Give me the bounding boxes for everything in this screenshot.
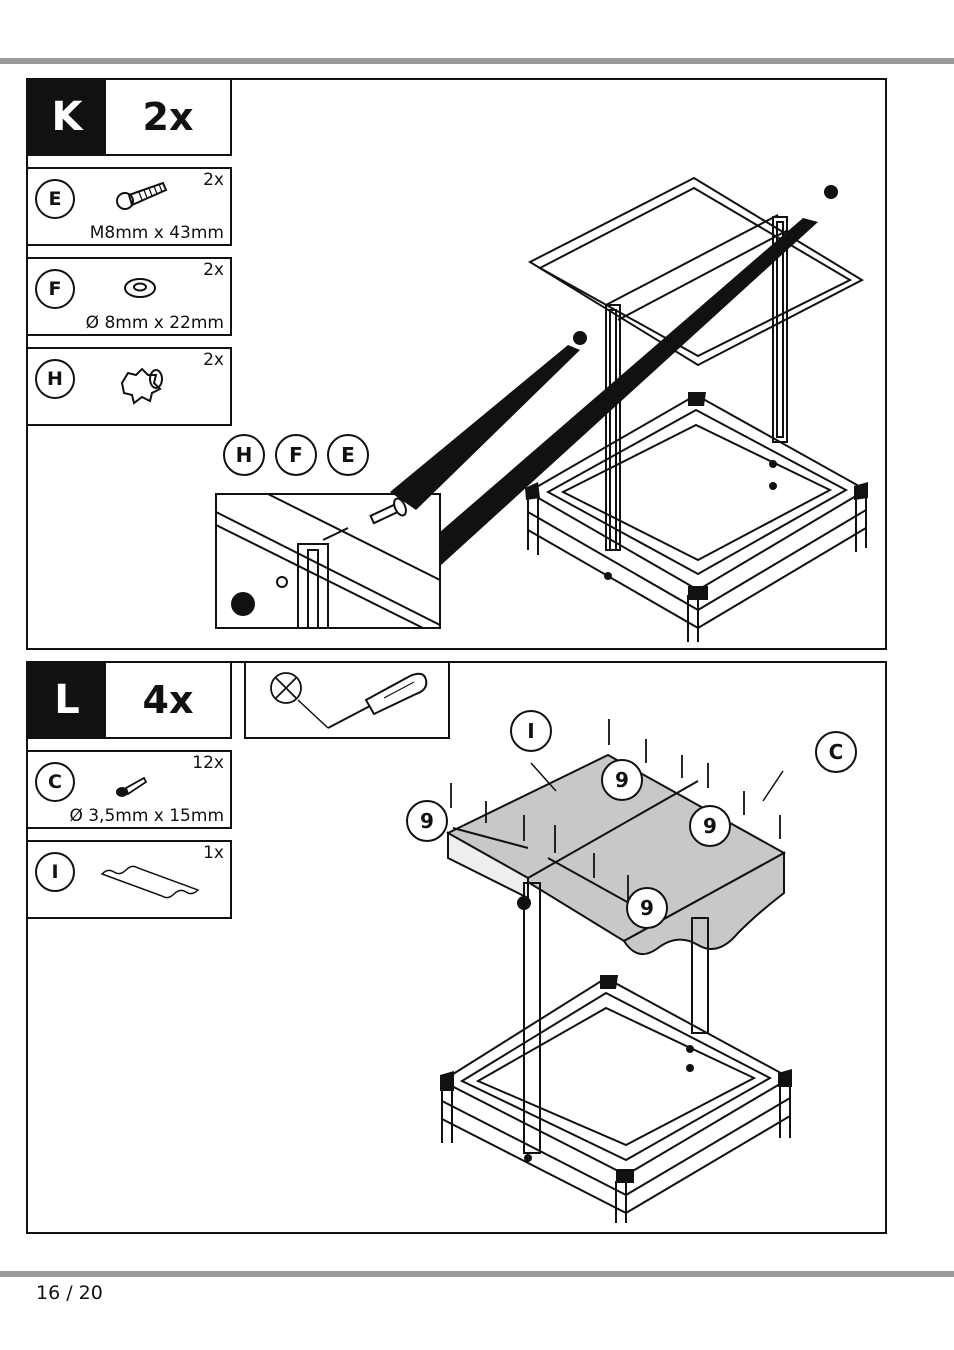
screwdriver-phillips-icon: [270, 672, 428, 729]
callout-screw-count: 9: [689, 805, 731, 847]
page-number: 16 / 20: [36, 1282, 103, 1304]
callout-fabric-i: I: [510, 710, 552, 752]
bottom-rule: [0, 1271, 954, 1277]
callout-h: H: [223, 434, 265, 476]
part-c-spec: Ø 3,5mm x 15mm: [69, 806, 224, 826]
part-f-label: F: [35, 269, 75, 309]
step-k-letter: K: [28, 80, 106, 154]
screw-icon: [116, 776, 148, 797]
callout-screw-count: 9: [626, 887, 668, 929]
part-i-qty: 1x: [203, 843, 224, 863]
part-e-label: E: [35, 179, 75, 219]
star-knob-icon: [120, 367, 163, 405]
part-c-card: C 12x Ø 3,5mm x 15mm: [26, 750, 232, 829]
part-i-card: I 1x: [26, 840, 232, 919]
part-f-card: F 2x Ø 8mm x 22mm: [26, 257, 232, 336]
part-e-spec: M8mm x 43mm: [89, 223, 224, 243]
part-f-qty: 2x: [203, 260, 224, 280]
bolt-icon: [116, 181, 168, 210]
canopy-fabric-icon: [100, 865, 200, 899]
step-l-count: 4x: [142, 678, 194, 722]
step-k-header: K 2x: [26, 78, 232, 156]
part-e-card: E 2x M8mm x 43mm: [26, 167, 232, 246]
part-h-qty: 2x: [203, 350, 224, 370]
step-l-header: L 4x: [26, 661, 232, 739]
part-c-label: C: [35, 762, 75, 802]
callout-f: F: [275, 434, 317, 476]
part-e-qty: 2x: [203, 170, 224, 190]
callout-e: E: [327, 434, 369, 476]
step-l-letter: L: [28, 663, 106, 737]
top-rule: [0, 58, 954, 64]
callout-screw-count: 9: [406, 800, 448, 842]
part-h-card: H 2x: [26, 347, 232, 426]
washer-icon: [124, 278, 156, 298]
step-l-illustration: [439, 719, 793, 1223]
callout-screw-count: 9: [601, 759, 643, 801]
part-f-spec: Ø 8mm x 22mm: [85, 313, 224, 333]
part-i-label: I: [35, 852, 75, 892]
tool-card: [244, 661, 450, 739]
step-l-panel: [26, 661, 887, 1234]
part-h-label: H: [35, 359, 75, 399]
step-k-panel: [26, 78, 887, 650]
callout-screw-c: C: [815, 731, 857, 773]
part-c-qty: 12x: [192, 753, 224, 773]
step-k-illustration: [215, 176, 869, 642]
step-k-count: 2x: [142, 95, 194, 139]
